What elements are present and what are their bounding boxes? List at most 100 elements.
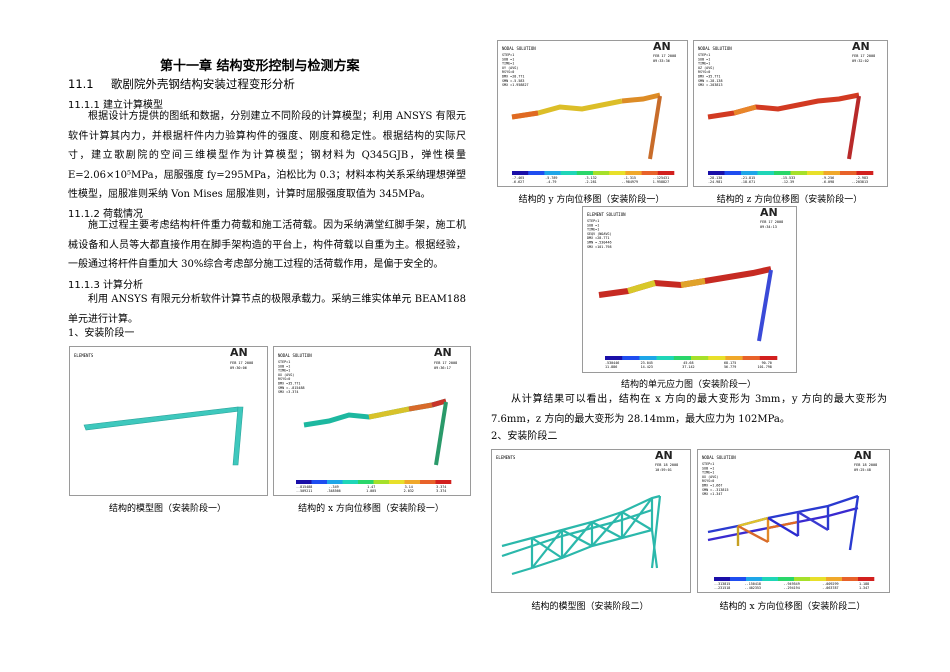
legend-swatch bbox=[746, 577, 763, 581]
figure-date: FEB 18 2008 bbox=[655, 463, 678, 467]
legend-tick-label: 1.188 bbox=[859, 582, 869, 586]
legend-swatch bbox=[593, 171, 610, 175]
legend-swatch bbox=[724, 171, 742, 175]
legend-swatch bbox=[714, 577, 731, 581]
section-title: 歌剧院外壳钢结构安装过程变形分析 bbox=[110, 77, 295, 91]
legend-tick-label: -2.281 bbox=[584, 180, 596, 184]
figure-label: ELEMENT SOLUTION bbox=[587, 212, 626, 217]
legend-swatch bbox=[435, 480, 452, 484]
info-line: DMX =28.771 bbox=[587, 236, 609, 240]
info-line: SMN =-5.583 bbox=[502, 79, 524, 83]
figure-time: 09:32:02 bbox=[852, 59, 869, 63]
ansys-logo: AN bbox=[852, 41, 870, 53]
paragraph-model: 根据设计方提供的图纸和数据，分别建立不同阶段的计算模型；利用 ANSYS 有限元… bbox=[68, 111, 466, 200]
caption-f3: 结构的 y 方向位移图（安装阶段一） bbox=[518, 195, 665, 205]
caption-f4: 结构的 z 方向位移图（安装阶段一） bbox=[716, 195, 863, 205]
deformed-structure bbox=[303, 398, 448, 466]
legend-swatch bbox=[742, 356, 761, 360]
legend-tick-label: -.231518 bbox=[714, 586, 730, 590]
legend-tick-label: -.815488 bbox=[296, 485, 312, 489]
legend-swatch bbox=[342, 480, 359, 484]
legend-tick-label: -24.981 bbox=[708, 180, 722, 184]
subsection-heading-1: 11.1.1 建立计算模型 bbox=[68, 100, 163, 111]
legend-tick-label: -2.983 bbox=[856, 176, 868, 180]
legend-swatch bbox=[373, 480, 390, 484]
figure-label: NODAL SOLUTION bbox=[698, 46, 732, 51]
legend-swatch bbox=[657, 171, 675, 175]
legend-tick-label: 1.47 bbox=[367, 485, 375, 489]
deformed-structure bbox=[511, 92, 662, 160]
legend-swatch bbox=[327, 480, 343, 484]
figure-label: NODAL SOLUTION bbox=[702, 455, 736, 460]
info-line: STEP=1 bbox=[698, 53, 710, 57]
legend-tick-label: -.949549 bbox=[783, 582, 799, 586]
legend-swatch bbox=[794, 577, 811, 581]
figure-date: FEB 17 2008 bbox=[852, 54, 875, 58]
info-line: UX (AVG) bbox=[702, 475, 718, 479]
legend-swatch bbox=[656, 356, 675, 360]
info-line: SMN =-.815488 bbox=[278, 386, 305, 390]
figure-x-disp-stage1: NODAL SOLUTION AN FEB 17 2008 09:36:17 S… bbox=[273, 346, 471, 496]
legend-tick-label: -9.256 bbox=[822, 176, 834, 180]
info-line: SMX =101.798 bbox=[587, 245, 612, 249]
legend-swatch bbox=[609, 171, 626, 175]
figure-time: 09:34:13 bbox=[760, 225, 777, 229]
deformed-truss bbox=[707, 494, 860, 551]
figure-model-stage1: ELEMENTS AN FEB 17 2008 09:30:06 bbox=[69, 346, 268, 496]
legend-swatch bbox=[296, 480, 312, 484]
chapter-title: 第十一章 结构变形控制与检测方案 bbox=[160, 59, 360, 74]
legend-tick-label: 23.045 bbox=[641, 361, 653, 365]
info-line: DMX =1.667 bbox=[702, 484, 722, 488]
figure-label: ELEMENTS bbox=[496, 455, 516, 460]
color-scale-legend: -28.138-21.815-15.533-9.256-2.983-24.981… bbox=[708, 171, 874, 184]
legend-tick-label: -.509211 bbox=[296, 489, 312, 493]
legend-tick-label: 3.374 bbox=[436, 485, 446, 489]
legend-swatch bbox=[528, 171, 545, 175]
figure-x-disp-stage2: NODAL SOLUTION AN FEB 18 2008 09:25:48 S… bbox=[697, 449, 890, 593]
truss-model bbox=[501, 494, 662, 576]
info-line: SMX =.203813 bbox=[698, 83, 723, 87]
info-line: SMN =-28.138 bbox=[698, 79, 723, 83]
legend-swatch bbox=[842, 577, 859, 581]
deformed-structure bbox=[707, 92, 861, 160]
stage-two-label: 2、安装阶段二 bbox=[491, 431, 558, 442]
legend-tick-label: 1.958827 bbox=[653, 180, 669, 184]
info-line: SMX =1.347 bbox=[702, 492, 722, 496]
legend-tick-label: 101.798 bbox=[758, 365, 772, 369]
legend-tick-label: 3.374 bbox=[436, 489, 446, 493]
legend-swatch bbox=[358, 480, 374, 484]
legend-swatch bbox=[641, 171, 659, 175]
legend-tick-label: -.294194 bbox=[783, 586, 799, 590]
figure-time: 09:36:17 bbox=[434, 366, 451, 370]
info-line: SUB =1 bbox=[702, 466, 714, 470]
legend-swatch bbox=[757, 171, 775, 175]
info-line: RSYS=0 bbox=[698, 70, 710, 74]
legend-swatch bbox=[404, 480, 421, 484]
legend-swatch bbox=[576, 171, 594, 175]
legend-tick-label: 90.70 bbox=[762, 361, 772, 365]
legend-swatch bbox=[762, 577, 779, 581]
figure-stress-stage1: ELEMENT SOLUTION AN FEB 17 2008 09:34:13… bbox=[582, 206, 797, 373]
info-line: STEP=1 bbox=[702, 462, 714, 466]
figure-time: 10:59:01 bbox=[655, 468, 672, 472]
legend-tick-label: 56.779 bbox=[724, 365, 736, 369]
ansys-logo: AN bbox=[655, 450, 673, 462]
section-number: 11.1 bbox=[68, 77, 94, 91]
ansys-logo: AN bbox=[760, 207, 778, 219]
legend-swatch bbox=[691, 356, 709, 360]
legend-tick-label: 68.175 bbox=[724, 361, 736, 365]
figure-label: ELEMENTS bbox=[74, 353, 94, 358]
paragraph-analysis: 利用 ANSYS 有限元分析软件计算节点的极限承载力。采纳三维实体单元 BEAM… bbox=[68, 294, 466, 325]
legend-swatch bbox=[389, 480, 405, 484]
paragraph-result: 从计算结果可以看出，结构在 x 方向的最大变形为 3mm，y 方向的最大变形为 … bbox=[491, 394, 887, 425]
legend-tick-label: -.009299 bbox=[822, 582, 838, 586]
color-scale-legend: -7.465-5.789-3.132-1.315-.125431-6.627-4… bbox=[512, 171, 675, 184]
ansys-logo: AN bbox=[854, 450, 872, 462]
figure-date: FEB 17 2008 bbox=[653, 54, 676, 58]
stage-one-label: 1、安装阶段一 bbox=[68, 328, 135, 339]
info-line: STEP=1 bbox=[502, 53, 514, 57]
legend-swatch bbox=[778, 577, 795, 581]
ansys-logo: AN bbox=[653, 41, 671, 53]
